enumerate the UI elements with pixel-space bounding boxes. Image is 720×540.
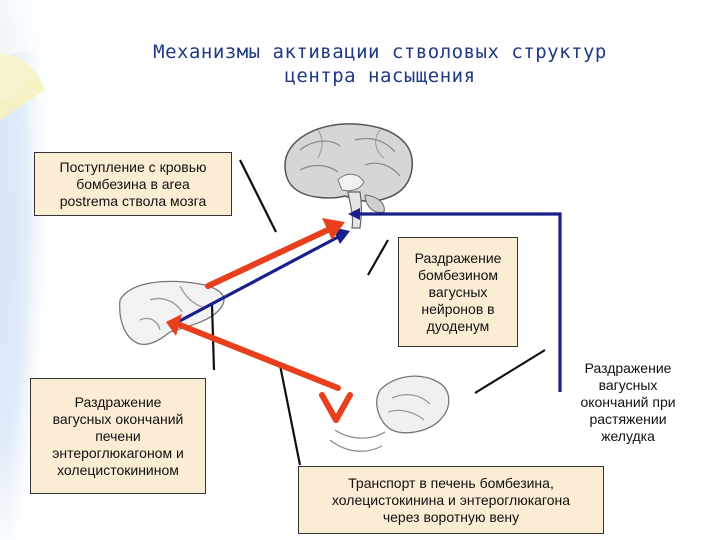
- liver-illustration: [119, 280, 225, 346]
- box-line: энтероглюкагоном и: [52, 444, 184, 461]
- box-line: Раздражение: [74, 393, 162, 410]
- box-portal-transport: Транспорт в печень бомбезина, холецисток…: [298, 466, 604, 534]
- box-line: нейронов в: [421, 300, 495, 317]
- stomach-illustration: [376, 375, 450, 434]
- pointer-lines: [210, 159, 546, 466]
- box-line: бомбезином: [418, 266, 498, 283]
- title-line-2: центра насыщения: [284, 65, 476, 87]
- box-liver-vagal: Раздражение вагусных окончаний печени эн…: [30, 378, 206, 494]
- box-line: Раздражение: [584, 359, 672, 376]
- page-title: Механизмы активации стволовых структур ц…: [60, 40, 700, 88]
- box-line: вагусных: [598, 376, 658, 393]
- box-line: печени: [95, 427, 141, 444]
- box-line: растяжении: [589, 410, 667, 427]
- box-line: Поступление с кровью: [59, 158, 207, 175]
- box-line: Транспорт в печень бомбезина,: [348, 474, 554, 491]
- box-line: бомбезина в area: [76, 175, 190, 192]
- brain-illustration: [284, 123, 413, 229]
- box-line: холецистокинином: [57, 461, 179, 478]
- box-line: Раздражение: [414, 249, 502, 266]
- box-line: окончаний при: [580, 393, 676, 410]
- box-line: дуоденум: [426, 317, 490, 334]
- box-line: желудка: [601, 427, 655, 444]
- box-stomach-vagal: Раздражение вагусных окончаний при растя…: [564, 342, 692, 462]
- duodenum-illustration: [329, 429, 386, 452]
- blue-arrows: [171, 208, 562, 392]
- box-line: postrema ствола мозга: [59, 192, 207, 209]
- box-bombesin-area-postrema: Поступление с кровью бомбезина в area po…: [34, 152, 232, 216]
- box-line: вагусных окончаний: [52, 410, 184, 427]
- box-duodenum-vagal: Раздражение бомбезином вагусных нейронов…: [398, 237, 518, 347]
- red-arrows: [166, 218, 353, 423]
- box-line: холецистокинина и энтероглюкагона: [331, 491, 571, 508]
- box-line: вагусных: [428, 283, 488, 300]
- title-line-1: Механизмы активации стволовых структур: [153, 41, 607, 63]
- box-line: через воротную вену: [382, 508, 520, 525]
